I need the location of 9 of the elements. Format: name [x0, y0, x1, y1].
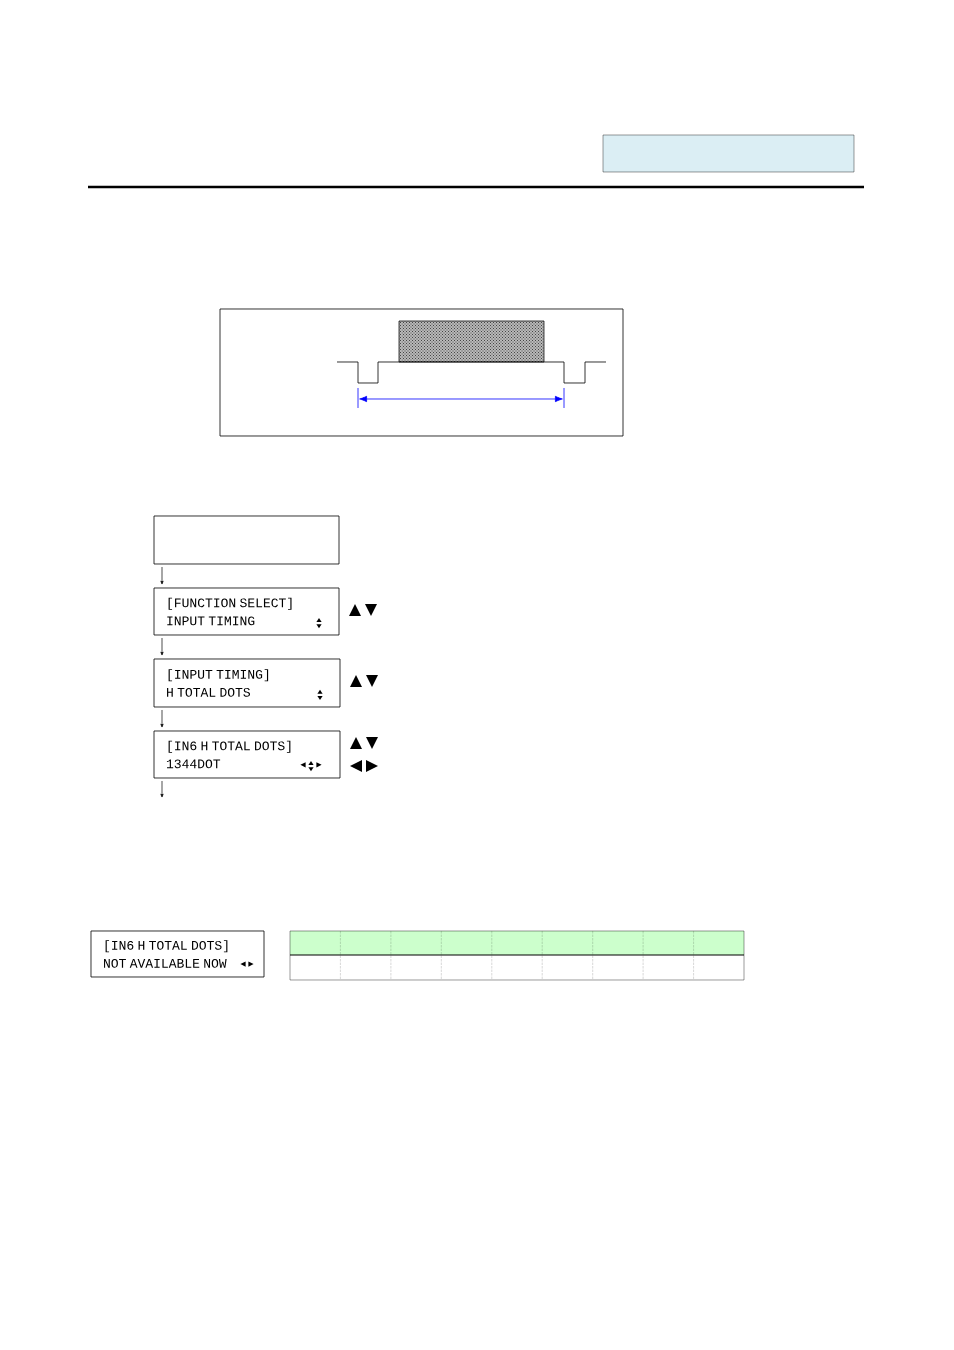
- arrow: [160, 709, 164, 728]
- lcd-display-box: [IN6 H TOTAL DOTS] 1344DOT: [153, 730, 341, 779]
- lcd-display-box: [FUNCTION SELECT] INPUT TIMING: [153, 587, 340, 636]
- lcd-display-box: [153, 515, 340, 565]
- arrow: [160, 780, 164, 798]
- arrow: [160, 637, 164, 656]
- lcd-display-box: [IN6 H TOTAL DOTS] NOT AVAILABLE NOW: [90, 930, 265, 978]
- arrow: [160, 566, 164, 585]
- lcd-display-box: [INPUT TIMING] H TOTAL DOTS: [153, 658, 341, 708]
